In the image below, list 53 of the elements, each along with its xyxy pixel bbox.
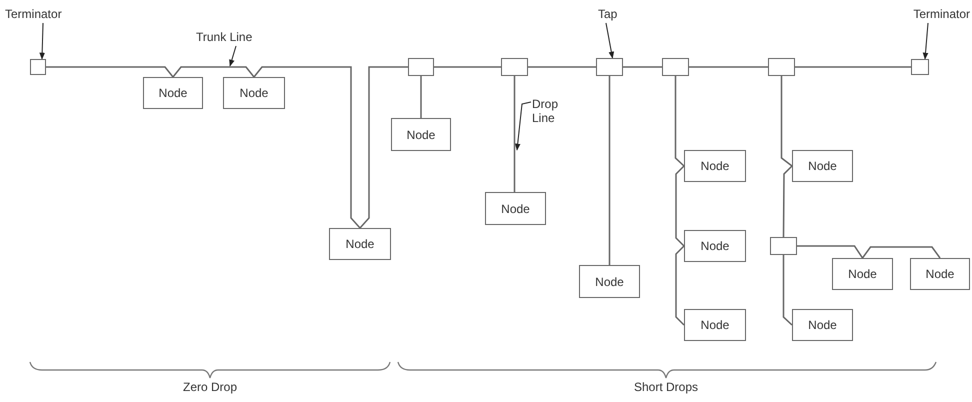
cable-line xyxy=(782,255,793,326)
node-box: Node xyxy=(910,258,970,290)
cable-line xyxy=(675,165,685,247)
cable-line xyxy=(253,66,361,228)
terminator-box xyxy=(911,59,929,75)
leader-line xyxy=(606,22,614,59)
leader-line xyxy=(922,22,928,60)
tap-box xyxy=(662,58,689,76)
cable-line xyxy=(514,76,516,192)
callout-label: Terminator xyxy=(896,6,970,22)
node-box: Node xyxy=(792,150,853,182)
node-box: Node xyxy=(832,258,893,290)
cable-line xyxy=(675,245,685,326)
cable-line xyxy=(528,66,596,68)
tap-box xyxy=(768,58,795,76)
cable-line xyxy=(359,66,408,228)
cable-line xyxy=(623,66,662,68)
node-box: Node xyxy=(223,77,285,109)
tap-box xyxy=(596,58,623,76)
node-box: Node xyxy=(792,309,853,341)
callout-label: Tap xyxy=(598,6,632,22)
cable-line xyxy=(795,66,911,68)
leader-line xyxy=(514,102,532,151)
cable-line xyxy=(782,165,793,237)
group-label: Short Drops xyxy=(632,380,700,394)
tap-box xyxy=(770,237,797,255)
node-box: Node xyxy=(684,150,746,182)
group-label: Zero Drop xyxy=(182,380,238,394)
tap-box xyxy=(408,58,434,76)
cable-line xyxy=(46,66,174,78)
cable-line xyxy=(689,66,768,68)
node-box: Node xyxy=(485,192,546,225)
cable-line xyxy=(674,76,685,167)
node-box: Node xyxy=(684,309,746,341)
cable-line xyxy=(608,76,610,265)
callout-label: Drop Line xyxy=(532,94,576,128)
cable-line xyxy=(780,76,792,167)
cable-line xyxy=(434,66,501,68)
cable-line xyxy=(420,76,422,118)
callout-label: Terminator xyxy=(5,6,77,22)
callout-label: Trunk Line xyxy=(196,29,276,45)
node-box: Node xyxy=(684,230,746,262)
tap-box xyxy=(501,58,528,76)
node-box: Node xyxy=(391,118,451,151)
cable-line xyxy=(797,245,864,258)
cable-line xyxy=(862,246,941,258)
leader-line xyxy=(39,22,45,60)
node-box: Node xyxy=(143,77,203,109)
terminator-box xyxy=(30,59,46,75)
node-box: Node xyxy=(579,265,640,298)
cable-line xyxy=(172,66,255,78)
node-box: Node xyxy=(329,228,391,260)
leader-line xyxy=(229,46,236,67)
